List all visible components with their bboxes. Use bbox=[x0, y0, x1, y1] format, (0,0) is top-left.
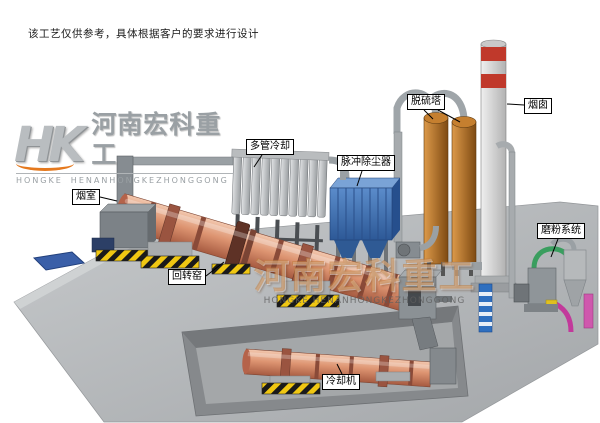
gas-pipe bbox=[495, 141, 516, 299]
company-logo: HK 河南宏科重工 HONGKE HENANHONGKEZHONGGONG bbox=[14, 110, 234, 185]
label-grinding-system: 磨粉系统 bbox=[537, 223, 585, 239]
label-pulse-dust-collector: 脉冲除尘器 bbox=[337, 155, 395, 171]
kiln-hood-graphic bbox=[398, 269, 452, 351]
cooling-machine-supports bbox=[261, 347, 457, 395]
logo-company-name-cn: 河南宏科重工 bbox=[91, 110, 222, 169]
logo-company-name-en: HONGKE HENANHONGKEZHONGGONG bbox=[16, 173, 234, 185]
kiln-supports bbox=[140, 241, 340, 308]
logo-swoosh bbox=[16, 156, 74, 171]
logo-en-primary: HONGKE bbox=[16, 176, 63, 185]
chimney-graphic bbox=[470, 39, 517, 293]
label-multi-tube-cooler: 多管冷却 bbox=[246, 139, 294, 155]
label-desulfurization-tower: 脱硫塔 bbox=[407, 94, 445, 110]
smoke-chamber-graphic bbox=[91, 203, 157, 262]
label-leader-lines bbox=[99, 103, 559, 375]
label-cooling-machine: 冷却机 bbox=[322, 374, 360, 390]
logo-en-secondary: HENANHONGKEZHONGGONG bbox=[70, 176, 229, 185]
disclaimer-note: 该工艺仅供参考，具体根据客户的要求进行设计 bbox=[28, 28, 259, 40]
label-rotary-kiln: 回转窑 bbox=[168, 269, 206, 285]
grinding-system-graphic bbox=[513, 236, 594, 333]
label-smoke-chamber: 烟室 bbox=[72, 189, 100, 205]
bucket-elevator-graphic bbox=[478, 283, 493, 333]
pulse-dust-collector-graphic bbox=[329, 158, 401, 272]
equipment-pad bbox=[32, 251, 86, 271]
label-chimney: 烟囱 bbox=[524, 98, 552, 114]
